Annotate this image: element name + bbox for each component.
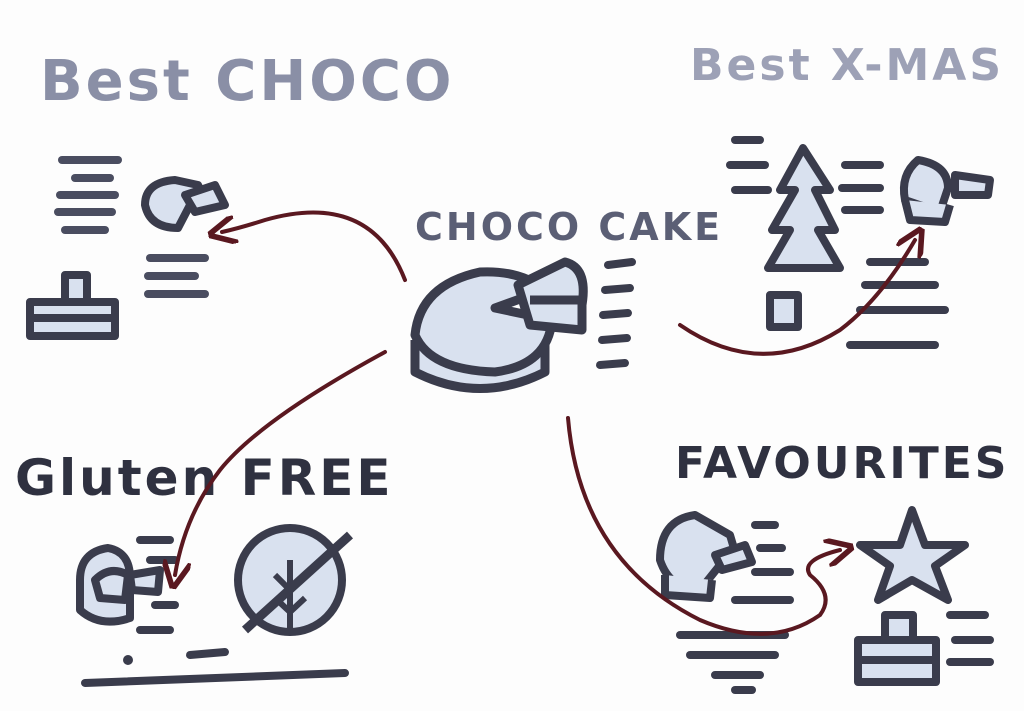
christmas-tree-icon [764,144,844,331]
label-choco-cake: CHOCO CAKE [415,205,723,249]
label-gluten-free: Gluten FREE [15,449,394,507]
label-best-choco: Best CHOCO [40,49,455,114]
best-choco-text-lines [54,156,209,298]
arrows [175,210,915,636]
cupcake-icon [76,544,164,626]
cupcake-icon [899,156,994,226]
cake-icon [410,257,588,393]
label-favourites: FAVOURITES [675,438,1010,489]
cake-icon [26,271,119,340]
cake-slice-icon [656,511,756,602]
xmas-text-lines [726,136,949,349]
no-wheat-icon [234,524,354,636]
dot-mark [123,655,133,665]
favourites-text-lines [676,521,994,694]
cake-icon [854,611,940,686]
arrow-to-best-xmas [678,240,915,356]
center-text-lines [596,258,636,369]
arrow-to-gluten-free [175,350,387,575]
arrow-to-best-choco [222,210,407,282]
label-best-xmas: Best X-MAS [690,40,1004,91]
arrow-to-favourites [566,416,840,636]
gluten-text-lines [81,536,349,687]
cake-slice-icon [141,176,229,232]
star-icon [856,506,969,604]
